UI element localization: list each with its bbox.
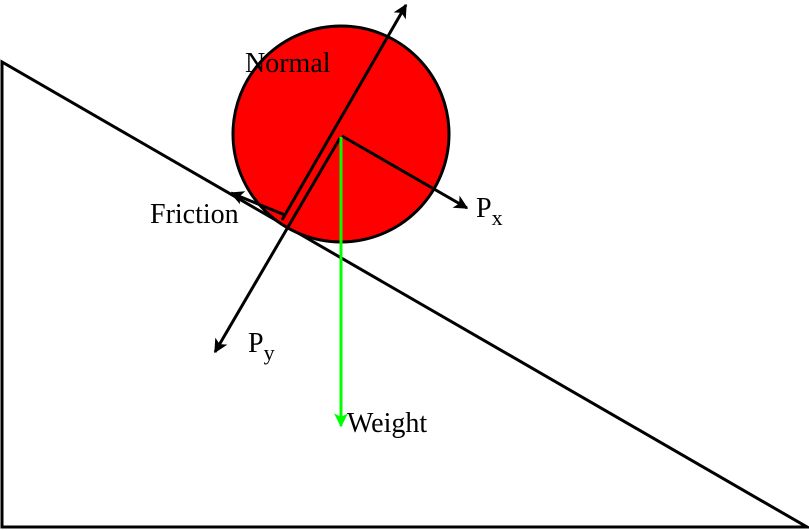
- friction-arrow: [229, 191, 286, 217]
- py-arrow: [213, 137, 342, 354]
- normal-force-arrow: [280, 3, 408, 221]
- weight-label: Weight: [347, 408, 427, 439]
- px-label-main: P: [476, 193, 492, 224]
- py-label-main: P: [248, 328, 264, 359]
- px-label-sub: x: [492, 205, 503, 230]
- normal-label: Normal: [245, 48, 331, 79]
- py-label-sub: y: [264, 340, 275, 365]
- friction-label: Friction: [150, 199, 239, 230]
- px-arrow: [341, 134, 469, 210]
- inclined-plane: [0, 59, 809, 529]
- px-label: Px: [476, 193, 503, 230]
- py-label: Py: [248, 328, 275, 365]
